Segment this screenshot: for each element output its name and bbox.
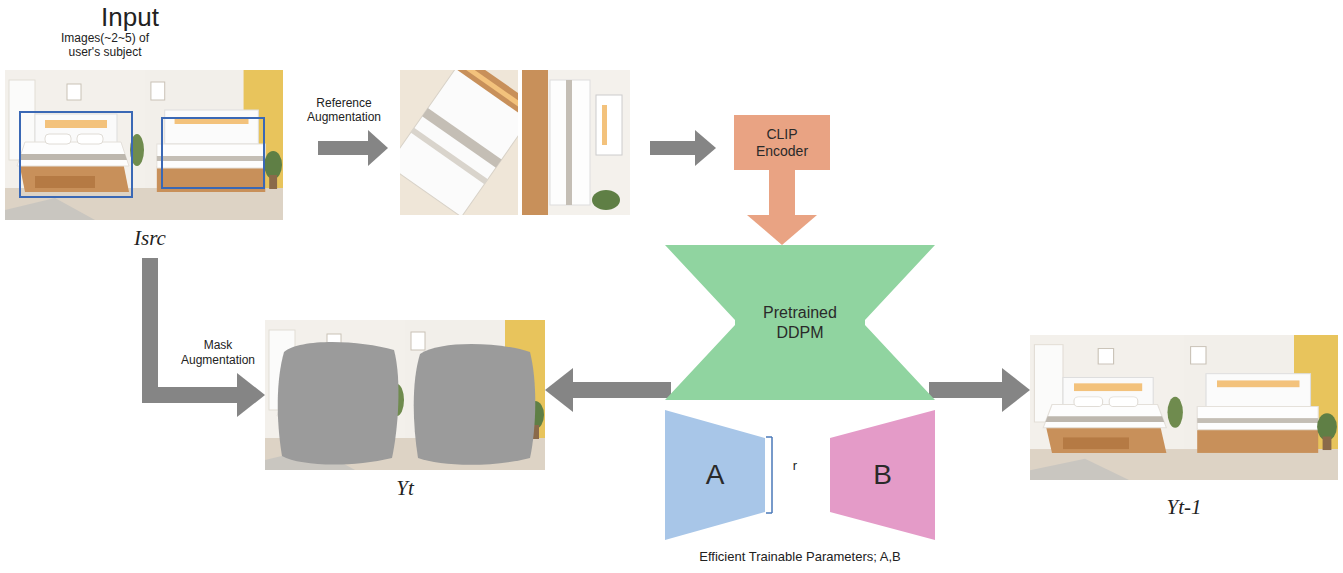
flow-arrow — [929, 382, 1002, 398]
node-shape-fill — [665, 410, 765, 540]
noisy-image: Yt — [265, 320, 545, 505]
input-image: InputImages(~2~5) of user's subjectIsrc — [5, 0, 283, 258]
step-label: Reference Augmentation — [300, 96, 388, 125]
output-image: Yt-1 — [1030, 335, 1338, 525]
node-shape-fill — [665, 245, 935, 400]
model-hourglass: Pretrained DDPM — [665, 245, 935, 400]
node-text: Input — [65, 2, 195, 33]
node-shape-fill — [830, 410, 935, 540]
node-text: Isrc — [100, 226, 200, 251]
caption-label: Efficient Trainable Parameters; A,B — [640, 549, 960, 565]
node-text: A — [706, 458, 725, 492]
flow-arrow — [573, 382, 671, 398]
encoder-box: CLIP Encoder — [734, 115, 830, 170]
node-text: Images(~2~5) of user's subject — [45, 31, 165, 60]
edge-label: Mask Augmentation — [177, 338, 259, 367]
flow-arrow — [769, 170, 795, 215]
lora-matrix: A — [665, 410, 765, 540]
node-text: Yt — [355, 476, 455, 501]
node-text: Yt-1 — [1134, 495, 1234, 520]
rank-label: r — [785, 458, 805, 474]
flow-arrow — [150, 258, 237, 395]
node-text: Pretrained DDPM — [740, 303, 860, 341]
node-text: CLIP Encoder — [742, 126, 822, 160]
lora-matrix: B — [830, 410, 935, 540]
node-shape — [665, 245, 935, 400]
node-text: B — [873, 458, 892, 492]
